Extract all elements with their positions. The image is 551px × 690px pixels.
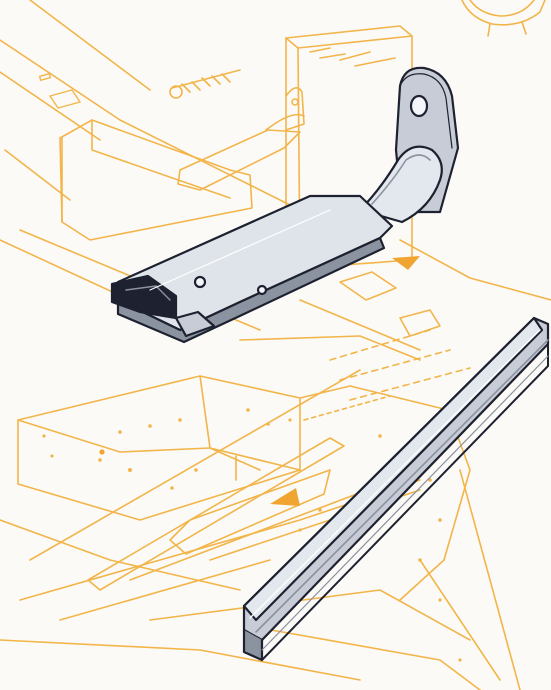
top-scene-outline [0,0,551,361]
metal-channel [242,316,550,662]
concrete-aggregate [42,408,462,662]
top-scene-orange-accents [392,256,420,270]
angle-bracket [110,66,460,344]
top-scene-details [38,72,82,109]
bottom-scene-orange-accents [99,449,300,506]
